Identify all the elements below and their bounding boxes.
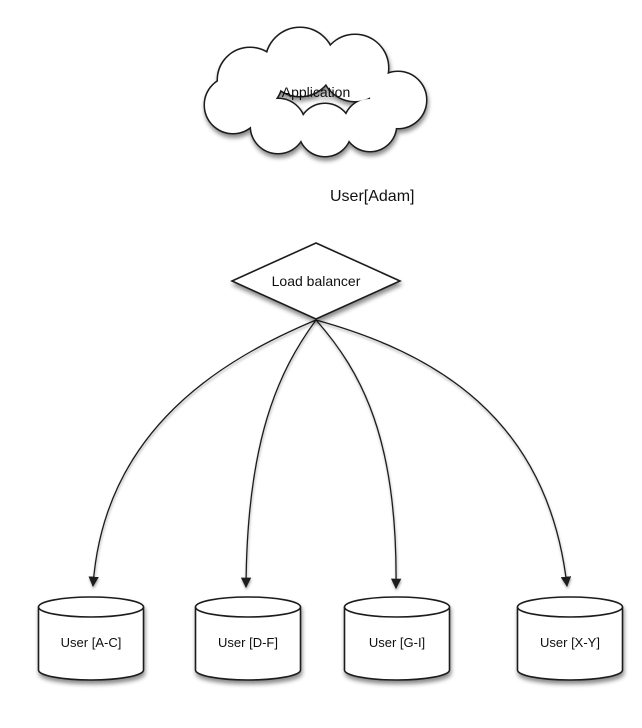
- shard-label: User [X-Y]: [540, 635, 600, 650]
- edge-to-shard-2: [240, 319, 317, 589]
- shard-label: User [A-C]: [61, 635, 122, 650]
- edge-to-shard-1: [88, 319, 317, 588]
- edge-to-shard-4: [315, 319, 572, 588]
- load-balancer-label: Load balancer: [272, 273, 361, 289]
- application-cloud-node: Application: [203, 26, 428, 158]
- shard-cylinder-2: User [D-F]: [194, 596, 302, 681]
- shard-label: User [G-I]: [369, 635, 425, 650]
- edge-to-shard-3: [315, 319, 402, 590]
- edge-user-adam-label: User[Adam]: [330, 188, 414, 205]
- shard-cylinder-1: User [A-C]: [37, 596, 145, 681]
- shard-cylinder-4: User [X-Y]: [516, 596, 624, 681]
- cloud-fill-union: [205, 28, 426, 156]
- shard-label: User [D-F]: [218, 635, 278, 650]
- application-label: Application: [282, 84, 351, 100]
- shard-cylinder-3: User [G-I]: [343, 596, 451, 681]
- edges-balancer-to-shards: [88, 319, 572, 590]
- load-balancer-node: Load balancer: [230, 242, 402, 320]
